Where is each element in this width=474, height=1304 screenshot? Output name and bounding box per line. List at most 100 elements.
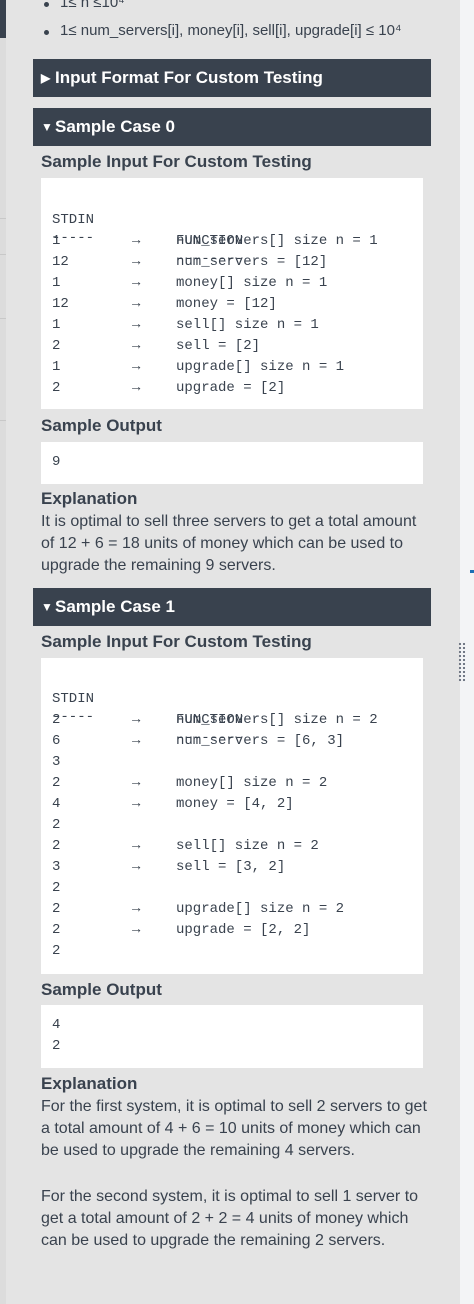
function-text: money[] size n = 1 [176, 275, 328, 291]
stdin-column-header: STDIN [52, 691, 95, 707]
function-dashes: -------- [176, 251, 244, 267]
code-dash-row: ----- -------- [52, 207, 243, 267]
output-line: 9 [52, 454, 61, 470]
stdin-value: 2 [52, 838, 61, 854]
divider [0, 254, 6, 255]
explanation-heading: Explanation [41, 1074, 138, 1093]
sample-input-heading: Sample Input For Custom Testing [41, 632, 312, 651]
sample-output-code-block: 4 2 [41, 1005, 423, 1068]
resize-handle-icon[interactable] [458, 642, 466, 682]
arrow-icon: → [132, 796, 141, 812]
explanation-text: For the second system, it is optimal to … [41, 1188, 419, 1249]
stdin-value: 12 [52, 254, 69, 270]
section-input-format-toggle[interactable]: ▶ Input Format For Custom Testing [33, 59, 431, 97]
function-text: upgrade = [2, 2] [176, 922, 311, 938]
section-sample-case-0-toggle[interactable]: ▼ Sample Case 0 [33, 108, 431, 146]
stdin-value: 2 [52, 880, 61, 896]
arrow-icon: → [132, 380, 141, 396]
stdin-dashes: ----- [52, 709, 95, 725]
problem-statement-panel[interactable]: 1≤ n ≤10⁴ 1≤ num_servers[i], money[i], s… [6, 0, 460, 1304]
divider [0, 420, 6, 421]
stdin-dashes: ----- [52, 230, 95, 246]
caret-right-icon: ▶ [41, 71, 51, 85]
stdin-value: 1 [52, 317, 61, 333]
arrow-icon: → [132, 233, 141, 249]
function-text: upgrade[] size n = 2 [176, 901, 345, 917]
sample-input-code-block: STDIN FUNCTION ----- -------- 2 → num_serv… [41, 658, 423, 974]
function-text: money[] size n = 2 [176, 775, 328, 791]
explanation-text: For the first system, it is optimal to s… [41, 1098, 427, 1159]
output-line: 4 [52, 1017, 61, 1033]
stdin-value: 2 [52, 712, 61, 728]
constraint-item: 1≤ n ≤10⁴ [44, 0, 125, 11]
function-text: upgrade[] size n = 1 [176, 359, 345, 375]
sample-input-heading: Sample Input For Custom Testing [41, 152, 312, 171]
sample-output-code-block: 9 [41, 442, 423, 484]
arrow-icon: → [132, 859, 141, 875]
divider [0, 318, 6, 319]
stdin-value: 1 [52, 275, 61, 291]
arrow-icon: → [132, 317, 141, 333]
divider [0, 218, 6, 219]
arrow-icon: → [132, 838, 141, 854]
code-dash-row: ----- -------- [52, 686, 243, 746]
arrow-icon: → [132, 775, 141, 791]
stdin-column-header: STDIN [52, 212, 95, 228]
stdin-value: 4 [52, 796, 61, 812]
arrow-icon: → [132, 338, 141, 354]
explanation-heading: Explanation [41, 489, 138, 508]
stdin-value: 2 [52, 775, 61, 791]
arrow-icon: → [132, 712, 141, 728]
sample-input-code-block: STDIN FUNCTION ----- -------- 1 → num_serv… [41, 178, 423, 409]
function-text: num_servers = [12] [176, 254, 328, 270]
stdin-value: 1 [52, 233, 61, 249]
stdin-value: 1 [52, 359, 61, 375]
left-panel-edge [0, 0, 6, 1304]
section-title: Input Format For Custom Testing [55, 68, 323, 87]
section-title: Sample Case 1 [55, 597, 176, 616]
explanation-text: It is optimal to sell three servers to g… [41, 513, 417, 574]
stdin-value: 6 [52, 733, 61, 749]
function-text: money = [4, 2] [176, 796, 294, 812]
function-text: sell = [3, 2] [176, 859, 286, 875]
constraint-item: 1≤ num_servers[i], money[i], sell[i], up… [43, 22, 402, 39]
caret-down-icon: ▼ [41, 120, 53, 134]
stdin-value: 12 [52, 296, 69, 312]
stdin-value: 3 [52, 754, 61, 770]
caret-down-icon: ▼ [41, 600, 53, 614]
accent-line [470, 570, 474, 573]
arrow-icon: → [132, 275, 141, 291]
stdin-value: 2 [52, 943, 61, 959]
arrow-icon: → [132, 296, 141, 312]
function-text: sell[] size n = 1 [176, 317, 319, 333]
arrow-icon: → [132, 922, 141, 938]
code-header-row: STDIN FUNCTION [52, 668, 243, 728]
function-text: num_servers = [6, 3] [176, 733, 345, 749]
output-line: 2 [52, 1038, 61, 1054]
arrow-icon: → [132, 901, 141, 917]
section-sample-case-1-toggle[interactable]: ▼ Sample Case 1 [33, 588, 431, 626]
function-column-header: FUNCTION [176, 233, 244, 249]
stdin-value: 2 [52, 922, 61, 938]
function-column-header: FUNCTION [176, 712, 244, 728]
stdin-value: 2 [52, 901, 61, 917]
code-header-row: STDIN FUNCTION [52, 189, 243, 249]
sample-output-heading: Sample Output [41, 980, 162, 999]
left-panel-header-edge [0, 0, 6, 38]
function-dashes: -------- [176, 730, 244, 746]
function-text: sell[] size n = 2 [176, 838, 319, 854]
stdin-value: 2 [52, 380, 61, 396]
stdin-value: 2 [52, 817, 61, 833]
sample-output-heading: Sample Output [41, 416, 162, 435]
arrow-icon: → [132, 733, 141, 749]
stdin-value: 2 [52, 338, 61, 354]
function-text: num_servers[] size n = 1 [176, 233, 378, 249]
function-text: upgrade = [2] [176, 380, 286, 396]
section-title: Sample Case 0 [55, 117, 176, 136]
function-text: money = [12] [176, 296, 277, 312]
stdin-value: 3 [52, 859, 61, 875]
arrow-icon: → [132, 254, 141, 270]
function-text: sell = [2] [176, 338, 261, 354]
arrow-icon: → [132, 359, 141, 375]
right-panel-edge [460, 0, 474, 1304]
